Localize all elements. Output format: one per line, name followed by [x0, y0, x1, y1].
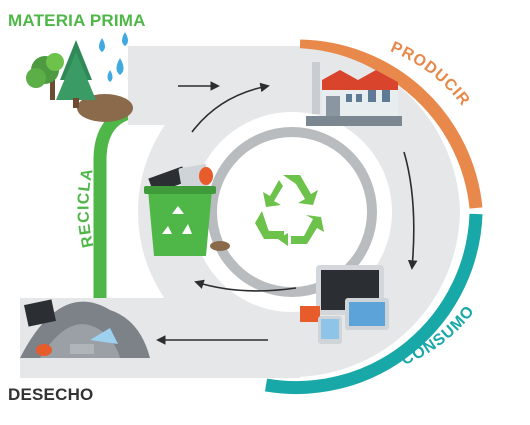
inner-ring — [207, 127, 377, 297]
factory-icon — [306, 62, 402, 126]
consumption-ring-segment — [264, 213, 483, 395]
recycle-symbol-icon — [255, 175, 324, 246]
label-waste: DESECHO — [8, 385, 94, 404]
label-recycle: RECICLAR — [0, 0, 97, 249]
flow-arrows — [156, 81, 418, 345]
arrow-consume-inner — [194, 279, 297, 292]
produce-ring-segment — [299, 39, 483, 209]
arrow-produce-to-consume — [403, 151, 418, 270]
garbage-pile-icon — [20, 299, 150, 358]
recycling-bin-icon — [144, 164, 230, 256]
arrow-inner-top — [191, 82, 270, 133]
trees-and-water-drops-icon — [26, 32, 133, 122]
electronic-devices-icon — [300, 265, 389, 344]
label-raw-material: MATERIA PRIMA — [8, 11, 146, 30]
